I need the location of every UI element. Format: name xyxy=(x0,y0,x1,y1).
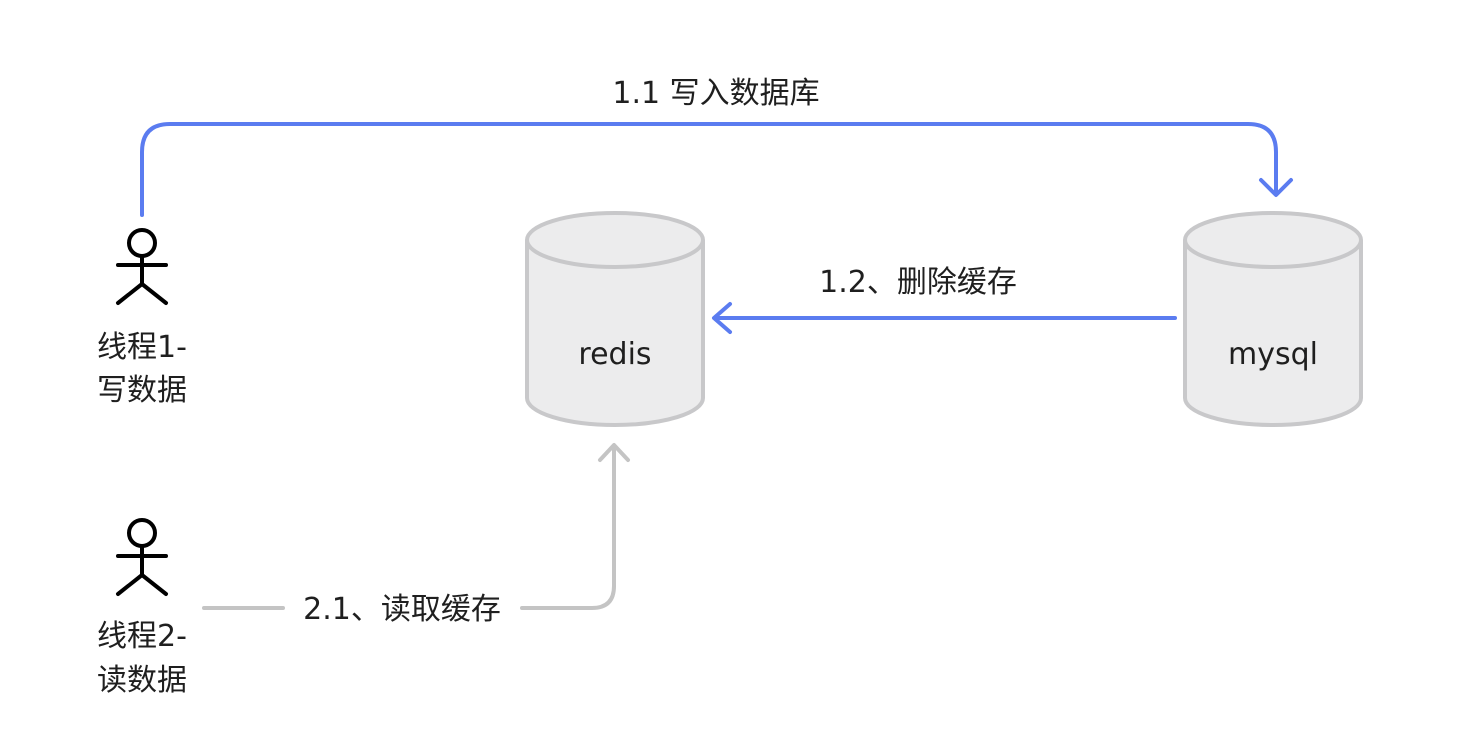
writer-actor: 线程1- 写数据 xyxy=(97,228,187,408)
mysql-label: mysql xyxy=(1228,337,1318,372)
arrowhead-up-icon xyxy=(598,443,630,462)
redis-label: redis xyxy=(578,337,651,372)
delete-cache-label: 1.2、删除缓存 xyxy=(819,265,1017,300)
redis-database: redis xyxy=(525,211,705,427)
reader-actor: 线程2- 读数据 xyxy=(97,518,187,698)
arrowhead-down-icon xyxy=(1259,178,1293,197)
reader-label-line1: 线程2- xyxy=(97,619,187,654)
reader-label-line2: 读数据 xyxy=(97,663,187,698)
person-icon xyxy=(116,228,168,305)
writer-label-line2: 写数据 xyxy=(97,373,187,408)
write-db-arrow: 1.1 写入数据库 xyxy=(140,76,1293,217)
writer-label-line1: 线程1- xyxy=(97,330,187,365)
database-cylinder-icon xyxy=(525,240,705,427)
delete-cache-arrow: 1.2、删除缓存 xyxy=(712,265,1177,334)
read-cache-arrow: 2.1、读取缓存 xyxy=(202,443,630,627)
write-db-label: 1.1 写入数据库 xyxy=(612,76,819,111)
mysql-database: mysql xyxy=(1183,211,1363,427)
database-cylinder-icon xyxy=(1183,240,1363,427)
arrowhead-left-icon xyxy=(712,302,732,334)
person-icon xyxy=(116,518,168,596)
read-cache-label: 2.1、读取缓存 xyxy=(303,592,501,627)
